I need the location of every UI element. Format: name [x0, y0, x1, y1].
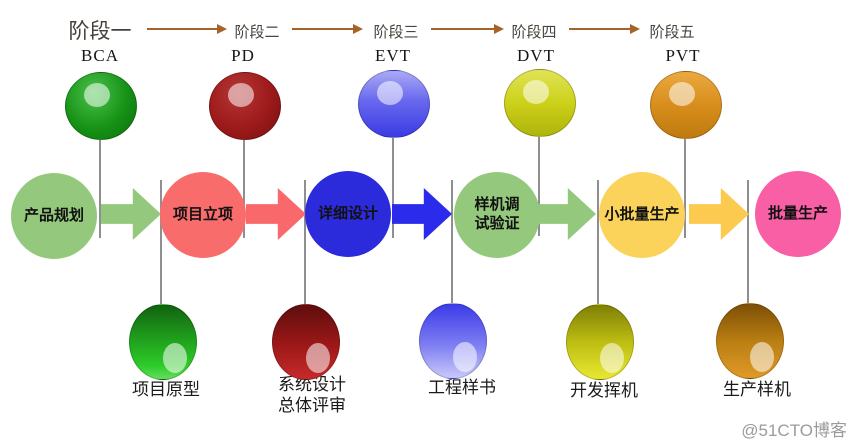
step-detailed-design: 详细设计: [305, 171, 391, 257]
balloon-string: [304, 180, 306, 308]
balloon-highlight: [523, 79, 550, 104]
step-label: 批量生产: [767, 204, 828, 222]
balloon-pd-icon: [209, 72, 281, 140]
phase-code-evt: EVT: [374, 46, 412, 65]
step-small-batch-production: 小批量生产: [599, 172, 685, 258]
step-product-planning: 产品规划: [11, 173, 97, 259]
balloon-dvt-icon: [504, 69, 576, 137]
flow-arrow-2-icon: [246, 188, 306, 240]
stage-label-5: 阶段五: [649, 24, 695, 41]
balloon-string: [538, 133, 540, 236]
balloon-string: [392, 134, 394, 238]
step-project-initiation: 项目立项: [160, 172, 246, 258]
watermark-51cto: @51CTO博客: [741, 421, 847, 440]
stage-arrow-1-to-2-icon: [147, 24, 227, 34]
step-mass-production: 批量生产: [755, 171, 841, 257]
deliverable-label-development-prototype: 开发挥机: [570, 381, 638, 400]
stage-label-3: 阶段三: [373, 24, 419, 41]
step-label: 产品规划: [23, 206, 84, 224]
balloon-pvt-icon: [650, 71, 722, 139]
stage-arrow-2-to-3-icon: [292, 24, 363, 34]
stage-label-1: 阶段一: [68, 20, 132, 43]
flow-arrow-3-icon: [392, 188, 452, 240]
balloon-highlight: [669, 81, 696, 106]
balloon-highlight: [600, 343, 624, 374]
balloon-string: [160, 180, 162, 308]
balloon-bca-icon: [65, 72, 137, 140]
phase-code-dvt: DVT: [517, 46, 555, 65]
balloon-highlight: [750, 342, 774, 373]
balloon-string: [747, 180, 749, 307]
deliverable-label-project-prototype: 项目原型: [132, 380, 200, 399]
stage-label-4: 阶段四: [511, 24, 557, 41]
balloon-development-prototype-icon: [566, 304, 634, 380]
step-label: 小批量生产: [604, 205, 680, 223]
balloon-system-design-review-icon: [272, 304, 340, 380]
balloon-string: [451, 180, 453, 307]
balloon-string: [597, 180, 599, 308]
balloon-highlight: [228, 82, 255, 107]
balloon-engineering-sample-book-icon: [419, 303, 487, 379]
step-prototype-debugging: 样机调 试验证: [454, 172, 540, 258]
balloon-highlight: [377, 80, 404, 105]
phase-code-bca: BCA: [81, 46, 119, 65]
deliverable-label-engineering-sample-book: 工程样书: [428, 378, 496, 397]
balloon-highlight: [84, 82, 111, 107]
step-label: 样机调 试验证: [474, 196, 520, 232]
balloon-production-prototype-icon: [716, 303, 784, 379]
phase-code-pd: PD: [231, 46, 255, 65]
stage-arrow-3-to-4-icon: [431, 24, 504, 34]
balloon-evt-icon: [358, 70, 430, 138]
stage-label-2: 阶段二: [234, 24, 280, 41]
balloon-string: [684, 135, 686, 238]
phase-code-pvt: PVT: [665, 46, 701, 65]
stage-arrow-4-to-5-icon: [569, 24, 640, 34]
step-label: 详细设计: [317, 204, 378, 222]
deliverable-label-production-prototype: 生产样机: [723, 380, 791, 399]
balloon-string: [243, 136, 245, 238]
balloon-highlight: [306, 343, 330, 374]
deliverable-label-system-design-review: 系统设计 总体评审: [278, 375, 346, 415]
balloon-string: [99, 136, 101, 238]
step-label: 项目立项: [172, 205, 233, 223]
flow-arrow-4-icon: [536, 188, 596, 240]
balloon-project-prototype-icon: [129, 304, 197, 380]
balloon-highlight: [163, 343, 187, 374]
flow-arrow-5-icon: [689, 188, 749, 240]
balloon-highlight: [453, 342, 477, 373]
flow-arrow-1-icon: [101, 188, 161, 240]
